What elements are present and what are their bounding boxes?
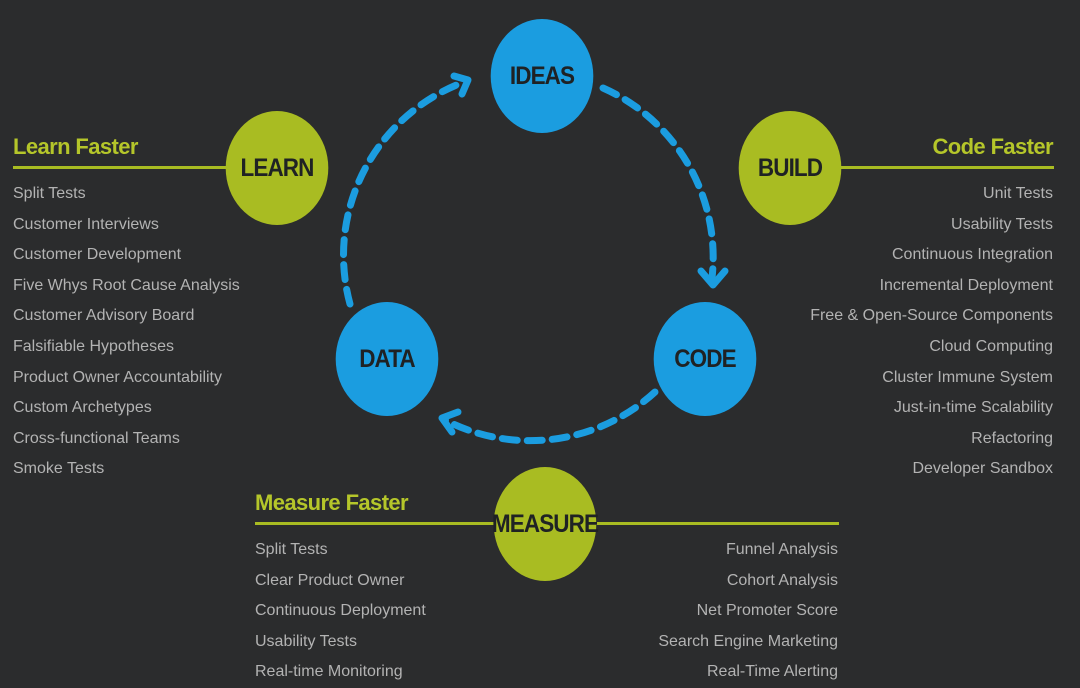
build-list-item: Incremental Deployment <box>879 276 1053 294</box>
build-list-item: Just-in-time Scalability <box>893 399 1053 417</box>
arrowhead-code <box>697 267 729 289</box>
measure-right-list-item: Real-Time Alerting <box>706 663 838 681</box>
learn-heading: Learn Faster <box>13 134 138 159</box>
measure-right-list-item: Cohort Analysis <box>726 571 838 589</box>
measure-right-list-item: Search Engine Marketing <box>658 632 838 650</box>
measure-left-list-item: Continuous Deployment <box>255 602 426 620</box>
measure-heading: Measure Faster <box>255 490 409 515</box>
measure-left-list-item: Usability Tests <box>255 632 357 650</box>
learn-list-item: Smoke Tests <box>13 460 105 478</box>
build-list-item: Usability Tests <box>951 215 1053 233</box>
learn-rule <box>13 166 228 169</box>
arrow-data-to-ideas <box>340 78 468 308</box>
build-list-item: Free & Open-Source Components <box>810 307 1053 325</box>
learn-list-item: Split Tests <box>13 185 86 202</box>
learn-list-item: Product Owner Accountability <box>13 368 222 386</box>
ideas-circle: IDEAS <box>490 19 594 133</box>
code-circle: CODE <box>653 302 757 416</box>
build-circle: BUILD <box>738 111 842 225</box>
measure-label: MEASURE <box>491 509 599 538</box>
build-heading: Code Faster <box>932 134 1053 159</box>
learn-list-item: Five Whys Root Cause Analysis <box>13 276 240 294</box>
data-circle: DATA <box>335 302 439 416</box>
build-label: BUILD <box>757 153 823 182</box>
measure-circle: MEASURE <box>491 467 599 581</box>
build-list-item: Refactoring <box>971 429 1053 447</box>
measure-left-list-item: Clear Product Owner <box>255 571 405 589</box>
learn-list-item: Custom Archetypes <box>13 399 152 417</box>
learn-list-item: Customer Interviews <box>13 215 159 233</box>
measure-left-list-item: Split Tests <box>255 541 328 558</box>
arrowhead-ideas <box>450 72 472 98</box>
build-list-item: Cluster Immune System <box>882 368 1053 386</box>
learn-list-item: Cross-functional Teams <box>13 429 180 447</box>
build-list-item: Developer Sandbox <box>912 460 1053 478</box>
measure-right-list-item: Funnel Analysis <box>725 541 838 558</box>
build-rule <box>840 166 1054 169</box>
arrowhead-data <box>438 408 462 436</box>
code-label: CODE <box>674 344 736 373</box>
arrow-code-to-data <box>441 388 659 445</box>
build-list-item: Unit Tests <box>983 185 1053 202</box>
learn-list-item: Customer Advisory Board <box>13 307 195 325</box>
arrow-ideas-to-code <box>599 84 717 282</box>
build-list-item: Continuous Integration <box>892 246 1053 264</box>
learn-list-item: Customer Development <box>13 246 182 264</box>
data-label: DATA <box>359 344 415 373</box>
learn-circle: LEARN <box>225 111 329 225</box>
ideas-label: IDEAS <box>509 61 575 90</box>
build-list-item: Cloud Computing <box>929 337 1053 355</box>
measure-right-list-item: Net Promoter Score <box>696 602 838 620</box>
measure-left-list-item: Real-time Monitoring <box>255 663 403 681</box>
learn-list-item: Falsifiable Hypotheses <box>13 337 174 355</box>
learn-label: LEARN <box>240 153 314 182</box>
